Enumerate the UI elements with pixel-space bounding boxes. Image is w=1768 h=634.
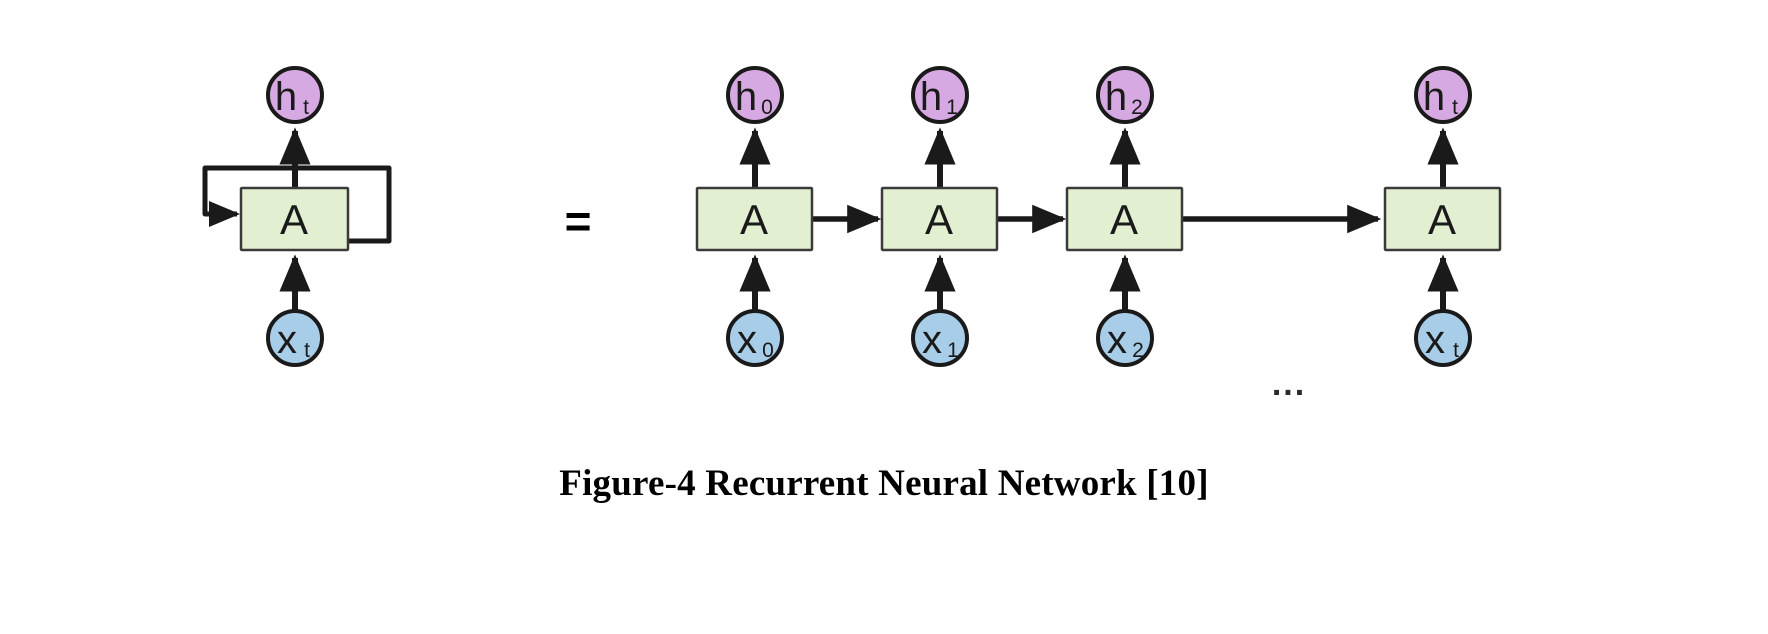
unrolled-output-node-subscript-2: 2 [1131,96,1143,119]
unrolled-output-node-t[interactable] [1414,66,1472,124]
unrolled-input-node-label-0: x [737,318,757,362]
folded-input-node-label: x [277,318,297,362]
equals-sign: = [565,195,592,247]
unrolled-output-node-label-0: h [735,75,757,119]
folded-input-node-subscript: t [304,339,310,362]
rnn-diagram: A h t x t = A h [202,66,1502,403]
unrolled-cell-label-2: A [1110,196,1138,243]
unrolled-cell-label-t: A [1428,196,1456,243]
unrolled-input-node-1[interactable] [911,309,969,367]
unrolled-output-node-0[interactable] [726,66,784,124]
unrolled-input-node-subscript-0: 0 [762,339,774,362]
folded-cell-label: A [280,196,308,243]
unrolled-cell-box-0[interactable] [695,186,814,252]
unrolled-input-node-subscript-2: 2 [1132,339,1144,362]
unrolled-cell-label-1: A [925,196,953,243]
unrolled-input-node-label-1: x [922,318,942,362]
unrolled-step-0: A h 0 x 0 [695,66,814,367]
unrolled-output-node-subscript-0: 0 [761,96,773,119]
unrolled-output-node-label-1: h [920,75,942,119]
unrolled-output-node-2[interactable] [1096,66,1154,124]
figure-caption: Figure-4 Recurrent Neural Network [10] [559,463,1209,504]
unrolled-step-t: A h t x t [1383,66,1502,367]
unrolled-input-node-label-2: x [1107,318,1127,362]
unrolled-output-node-subscript-1: 1 [946,96,958,119]
unrolled-input-node-0[interactable] [726,309,784,367]
folded-output-node-subscript: t [303,96,309,119]
unrolled-cell-box-t[interactable] [1383,186,1502,252]
unrolled-cell-box-2[interactable] [1065,186,1184,252]
ellipsis-label: ... [1272,365,1306,403]
unrolled-output-node-1[interactable] [911,66,969,124]
unrolled-cell-box-1[interactable] [880,186,999,252]
folded-cell-box[interactable] [239,186,350,252]
unrolled-rnn-group: A h 0 x 0 A h 1 x 1 [695,66,1502,403]
folded-output-node-label: h [275,75,297,119]
unrolled-input-node-2[interactable] [1096,309,1154,367]
unrolled-input-node-subscript-1: 1 [947,339,959,362]
folded-input-node[interactable] [266,309,324,367]
unrolled-input-node-subscript-t: t [1453,339,1459,362]
folded-output-node[interactable] [266,66,324,124]
unrolled-step-2: A h 2 x 2 [1065,66,1184,367]
unrolled-output-node-label-t: h [1423,75,1445,119]
unrolled-input-node-label-t: x [1425,318,1445,362]
unrolled-output-node-label-2: h [1105,75,1127,119]
unrolled-input-node-t[interactable] [1414,309,1472,367]
unrolled-output-node-subscript-t: t [1452,96,1458,119]
unrolled-cell-label-0: A [740,196,768,243]
folded-rnn-group: A h t x t [202,66,392,367]
unrolled-step-1: A h 1 x 1 [880,66,999,367]
